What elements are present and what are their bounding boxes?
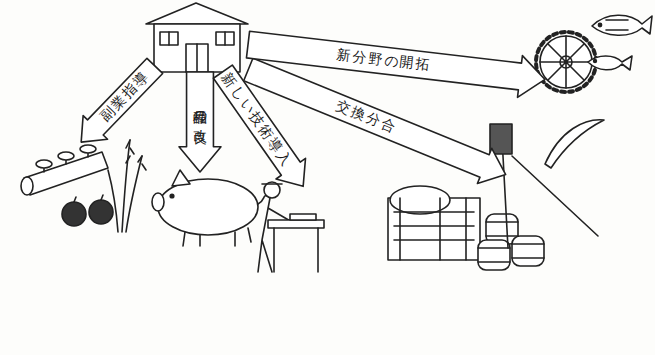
pig-snout	[152, 193, 164, 211]
sickle-handle	[512, 156, 598, 236]
machine-frame	[394, 198, 474, 260]
sickle-blade	[545, 120, 604, 168]
apple-stem	[74, 195, 103, 202]
house-wall	[154, 24, 240, 72]
fish-stripe	[606, 20, 628, 30]
window-bar	[168, 32, 170, 45]
rice-stalk	[108, 140, 142, 232]
arrow-label: 品種の改良	[179, 72, 221, 147]
mushroom-cap	[58, 152, 74, 160]
worker-body	[258, 198, 292, 272]
mushroom-log	[21, 145, 108, 195]
fish	[588, 15, 652, 70]
fish-small	[588, 56, 632, 70]
log-body	[24, 152, 108, 195]
house-window	[160, 32, 178, 45]
barrels	[478, 214, 544, 270]
wheel-spoke	[540, 36, 592, 88]
fish-eye	[594, 60, 597, 63]
fish-large	[592, 15, 652, 35]
apples	[62, 195, 113, 226]
house-door	[186, 44, 208, 72]
arrow-box: 品種の改良	[179, 72, 221, 172]
house-window	[216, 32, 234, 45]
arrow-shape	[69, 54, 167, 154]
arrow-box: 副業指導	[69, 54, 167, 154]
barrel	[478, 240, 510, 270]
apple	[89, 200, 113, 224]
arrow-label: 副業指導	[83, 54, 167, 139]
fish-eye	[598, 23, 601, 26]
worker-cap	[262, 183, 282, 185]
rice-grain	[126, 140, 146, 170]
arrow-outline	[179, 72, 221, 172]
wheel-rim	[540, 36, 592, 88]
machine-drum	[390, 186, 450, 214]
water-wheel	[536, 32, 596, 92]
rice-plant	[108, 140, 146, 232]
bench-leg	[274, 228, 318, 272]
work-bench	[268, 220, 324, 228]
mushroom-cap	[80, 145, 96, 153]
work-piece	[290, 214, 316, 220]
apple	[62, 202, 86, 226]
wheel-paddles	[536, 32, 596, 92]
house-drawing	[146, 3, 248, 72]
farm-tools	[490, 120, 604, 248]
barrel-hoop	[478, 222, 544, 262]
worker-drawing	[258, 182, 324, 272]
pig-body	[158, 179, 258, 235]
pig-ear	[172, 170, 190, 186]
pig-drawing	[152, 170, 268, 246]
door-line	[196, 44, 198, 72]
arrow-shape	[245, 24, 547, 101]
barrel	[512, 236, 544, 266]
mushroom-cap	[36, 160, 52, 168]
log-end	[21, 177, 33, 195]
window-bar	[224, 32, 226, 45]
pig-eye	[170, 194, 174, 198]
house-roof	[146, 3, 248, 24]
threshing-machine	[388, 186, 480, 260]
arrow-shape	[179, 72, 221, 172]
